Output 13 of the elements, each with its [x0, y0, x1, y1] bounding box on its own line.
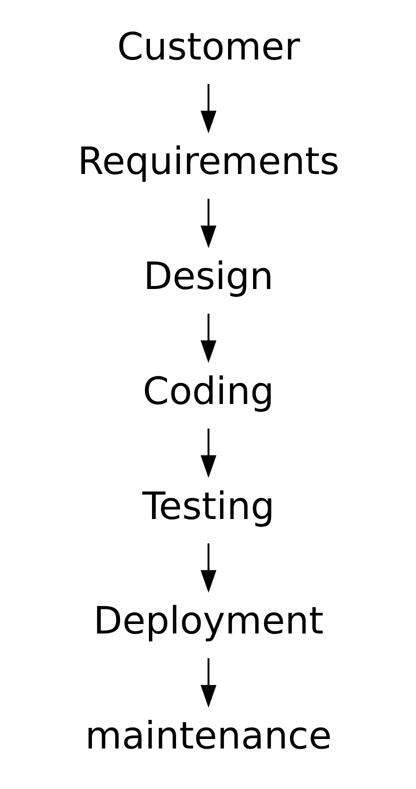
node-text: Testing — [142, 484, 274, 528]
node-text: Deployment — [92, 598, 324, 643]
arrow — [200, 543, 216, 593]
arrow — [200, 314, 216, 364]
arrow — [200, 84, 216, 134]
arrow — [200, 658, 216, 708]
node-text: Requirements — [77, 139, 339, 184]
node-text: Coding — [142, 368, 274, 413]
node-text: Customer — [116, 24, 300, 68]
node-text: maintenance — [84, 713, 332, 758]
arrow — [200, 428, 216, 478]
arrow — [200, 198, 216, 248]
node-text: Design — [143, 254, 273, 298]
